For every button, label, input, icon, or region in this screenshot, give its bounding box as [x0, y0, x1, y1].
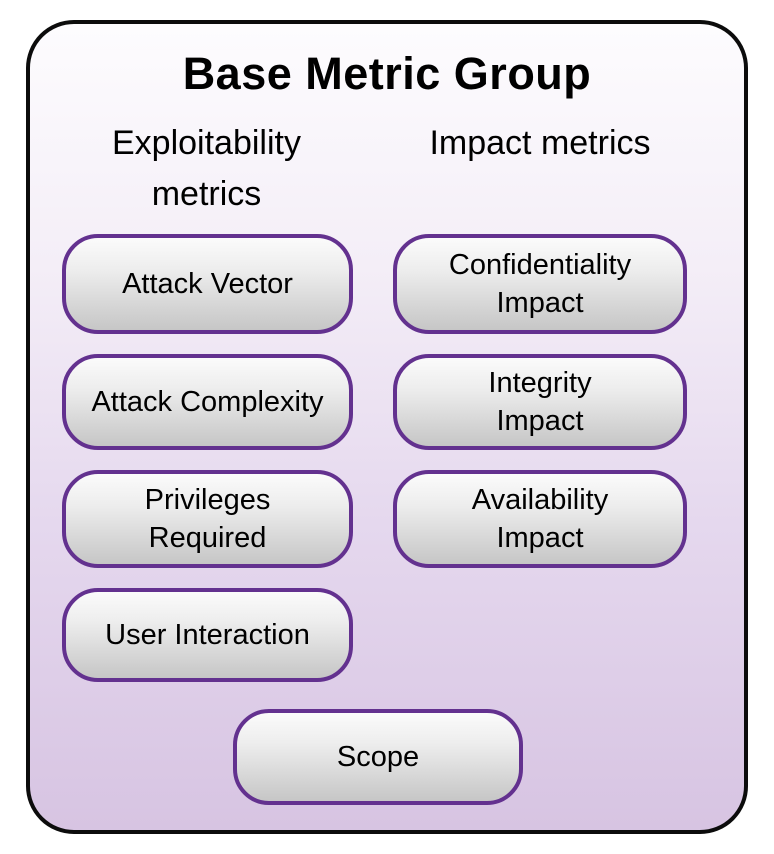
- pill-confidentiality-impact: Confidentiality Impact: [393, 234, 687, 334]
- pill-label: Scope: [336, 740, 420, 773]
- exploitability-metrics-header: Exploitability metrics: [112, 124, 301, 213]
- pill-label: Privileges Required: [144, 483, 271, 554]
- pill-label: Availability Impact: [471, 483, 609, 554]
- pill-user-interaction: User Interaction: [62, 588, 353, 682]
- diagram-title: Base Metric Group: [182, 48, 592, 99]
- pill-label: Attack Complexity: [91, 385, 324, 418]
- pill-label: Attack Vector: [122, 267, 293, 300]
- pill-attack-vector: Attack Vector: [62, 234, 353, 334]
- pill-integrity-impact: Integrity Impact: [393, 354, 687, 450]
- pill-label: User Interaction: [105, 618, 310, 651]
- pill-label: Integrity Impact: [488, 366, 592, 437]
- pill-scope: Scope: [233, 709, 523, 805]
- impact-metrics-header: Impact metrics: [429, 124, 651, 162]
- pill-label: Confidentiality Impact: [448, 248, 632, 319]
- pill-privileges-required: Privileges Required: [62, 470, 353, 568]
- base-metric-group-box: Base Metric Group Exploitability metrics…: [26, 20, 748, 834]
- pill-availability-impact: Availability Impact: [393, 470, 687, 568]
- pill-attack-complexity: Attack Complexity: [62, 354, 353, 450]
